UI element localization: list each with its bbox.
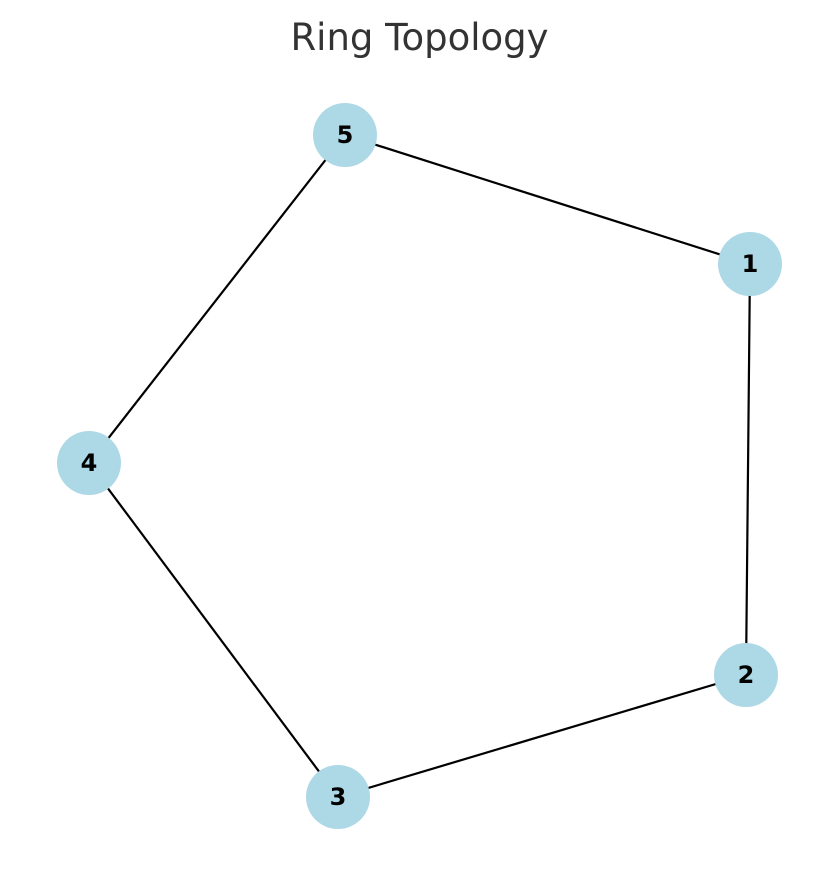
- node-3: 3: [306, 765, 370, 829]
- node-2: 2: [714, 643, 778, 707]
- edge-1-2: [744, 263, 752, 676]
- node-label-4: 4: [81, 449, 98, 477]
- node-label-2: 2: [738, 661, 755, 689]
- edge-3-4: [88, 462, 339, 798]
- node-circle-2: [714, 643, 778, 707]
- node-circle-3: [306, 765, 370, 829]
- node-1: 1: [718, 232, 782, 296]
- node-label-5: 5: [337, 121, 354, 149]
- node-circle-5: [313, 103, 377, 167]
- node-circle-1: [718, 232, 782, 296]
- node-circle-4: [57, 431, 121, 495]
- edge-5-1: [344, 133, 751, 266]
- node-label-3: 3: [330, 783, 347, 811]
- edge-2-3: [337, 673, 747, 799]
- node-label-1: 1: [742, 250, 759, 278]
- nodes-layer: 1 2 3 4 5: [57, 103, 782, 829]
- diagram-title: Ring Topology: [290, 16, 549, 59]
- edges-layer: [88, 133, 752, 799]
- node-4: 4: [57, 431, 121, 495]
- node-5: 5: [313, 103, 377, 167]
- edge-4-5: [88, 134, 346, 464]
